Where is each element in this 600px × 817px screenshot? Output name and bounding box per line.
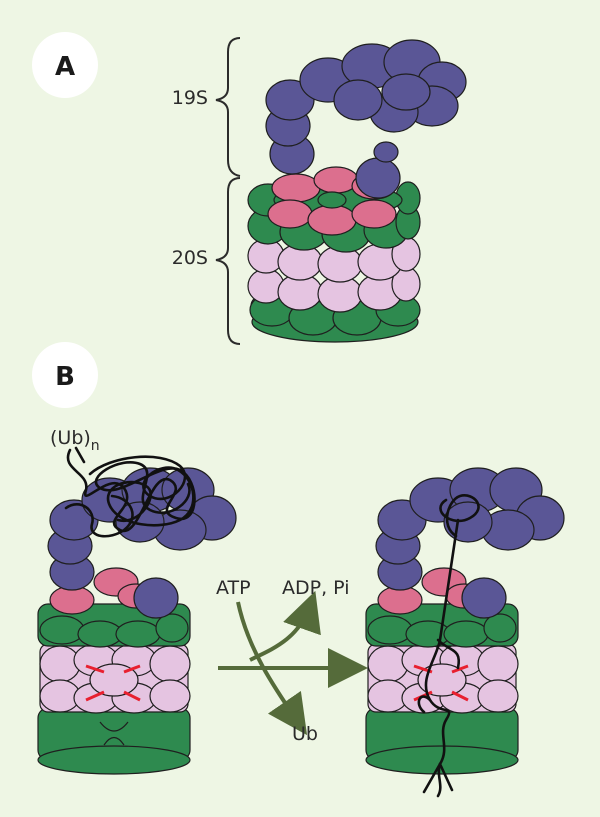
label-20s: 20S (172, 247, 208, 269)
panel-b-badge-label: B (55, 362, 75, 392)
atp-label: ATP (216, 577, 251, 599)
substrate-chain-right (417, 494, 480, 798)
label-19s: 19S (172, 87, 208, 109)
alpha-ring-pink (267, 166, 397, 236)
panel-a-badge-label: A (55, 52, 75, 82)
right-beta-rings (367, 643, 519, 714)
right-outer-ring-bottom (365, 707, 519, 775)
brace-20s (215, 177, 241, 345)
atp-to-ub-arrow (236, 601, 308, 736)
brace-19s (215, 37, 241, 177)
left-outer-ring-bottom (37, 707, 191, 775)
polyubiquitin-label-main: (Ub) (50, 427, 91, 449)
ub-label: Ub (292, 723, 318, 745)
panel-a: A 19S 20S (32, 32, 467, 345)
reaction-arrows (218, 590, 368, 736)
panel-b-badge: B (32, 342, 98, 408)
adp-pi-label: ADP, Pi (282, 577, 349, 599)
core-particle-20s (247, 166, 421, 343)
regulatory-particle-19s (265, 39, 467, 199)
left-active-sites (85, 664, 141, 702)
beta-ring-lower (247, 266, 421, 313)
beta-ring-upper (247, 236, 421, 283)
panel-b: B (Ub)n (32, 342, 565, 798)
polyubiquitin-chain-left (64, 446, 196, 538)
polyubiquitin-label: (Ub)n (50, 427, 100, 454)
panel-a-badge: A (32, 32, 98, 98)
polyubiquitin-label-subscript: n (91, 438, 100, 454)
proteasome-left (37, 467, 237, 775)
proteasome-right (365, 467, 565, 775)
left-outer-ring-top (37, 603, 191, 648)
to-adp-arrow (249, 590, 321, 662)
left-beta-rings (39, 643, 191, 714)
